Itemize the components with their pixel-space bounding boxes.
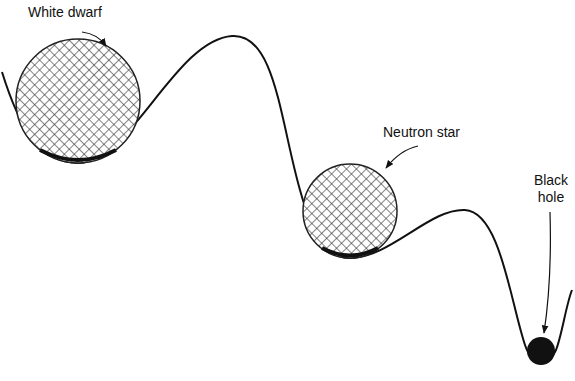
- black-hole-dot: [527, 337, 555, 365]
- energy-curve: [2, 36, 572, 362]
- contact-shadow: [322, 248, 378, 256]
- contact-shadow: [40, 150, 116, 160]
- callout-label: White dwarf: [28, 4, 102, 21]
- leader-arrow: [386, 146, 418, 168]
- leader-arrow: [544, 212, 550, 333]
- white-dwarf-circle: [16, 39, 140, 163]
- neutron-star-circle: [303, 164, 397, 258]
- callout-label: Black hole: [530, 172, 572, 206]
- callout-label: Neutron star: [383, 124, 460, 141]
- leader-arrow: [82, 32, 106, 46]
